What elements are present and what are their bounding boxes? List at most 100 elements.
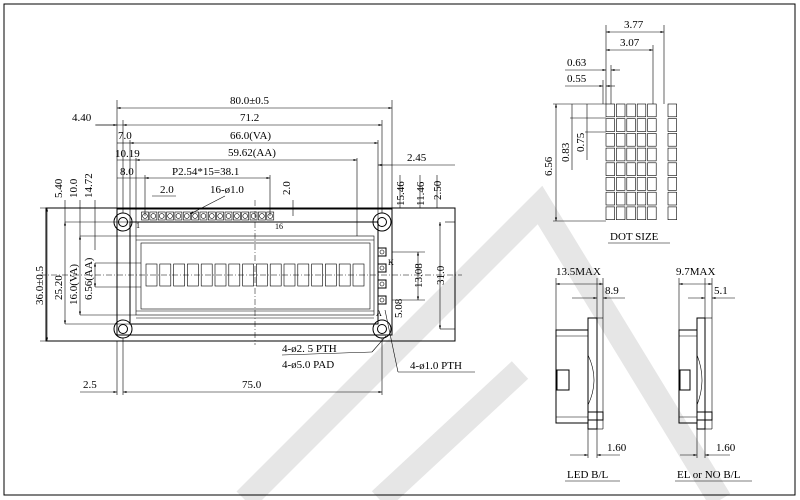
dot-w-377: 3.77 bbox=[624, 19, 644, 31]
viewing-area-frame bbox=[129, 221, 379, 325]
dot-cell bbox=[626, 162, 636, 176]
dot-size-detail: 3.77 3.07 0.63 0.55 6.56 0.83 0.75 DOT S… bbox=[543, 19, 677, 244]
character-cell bbox=[325, 263, 337, 287]
watermark-a bbox=[236, 185, 731, 500]
dim-va-offset: 7.0 bbox=[118, 130, 132, 142]
pin-pad bbox=[191, 211, 199, 221]
pin-hole bbox=[167, 213, 173, 219]
dot-cell bbox=[667, 206, 677, 220]
dot-cell bbox=[636, 118, 647, 132]
led-side-view: 13.5MAX 8.9 1.60 LED B/L bbox=[555, 266, 627, 482]
character-cell bbox=[159, 263, 172, 287]
dot-cell bbox=[636, 147, 647, 162]
dot-cell bbox=[647, 191, 657, 206]
dot-w-055: 0.55 bbox=[567, 73, 587, 85]
dim-mount-span: 75.0 bbox=[242, 379, 262, 391]
pin-hole bbox=[259, 213, 265, 219]
character-cell bbox=[256, 263, 268, 287]
pin-hole bbox=[234, 213, 240, 219]
pin-pad bbox=[224, 211, 233, 221]
dot-cell bbox=[626, 147, 636, 162]
dot-cell bbox=[626, 206, 636, 220]
dim-pin-height: 2.0 bbox=[281, 181, 293, 195]
pin-hole bbox=[217, 213, 223, 219]
backlight-k-label: K bbox=[388, 258, 394, 267]
dot-cell bbox=[667, 162, 677, 176]
pin-pad bbox=[233, 211, 241, 221]
dim-pin-spacing: 2.0 bbox=[160, 184, 174, 196]
pin-pad bbox=[149, 211, 158, 221]
dot-cell bbox=[605, 133, 615, 147]
dot-cell bbox=[626, 177, 636, 191]
dot-cell bbox=[616, 147, 626, 162]
dot-cell bbox=[667, 177, 677, 191]
dim-right-1146: 11.46 bbox=[415, 181, 427, 206]
pin-label-last: 16 bbox=[275, 222, 283, 231]
dot-cell bbox=[636, 206, 647, 220]
pin-hole bbox=[225, 213, 232, 219]
dot-cell bbox=[647, 147, 657, 162]
dot-cell bbox=[667, 103, 677, 118]
note-pad: 4-ø5.0 PAD bbox=[282, 359, 334, 371]
pin-pad bbox=[174, 211, 183, 221]
dot-cell bbox=[647, 162, 657, 176]
dim-top-10: 10.0 bbox=[68, 178, 80, 198]
dot-size-title: DOT SIZE bbox=[610, 231, 659, 243]
pin-pad bbox=[208, 211, 216, 221]
el-title: EL or NO B/L bbox=[677, 469, 741, 481]
pin-pad bbox=[199, 211, 208, 221]
dot-w-307: 3.07 bbox=[620, 37, 640, 49]
dot-cell bbox=[667, 147, 677, 162]
pin-pad bbox=[182, 211, 191, 221]
dot-cell bbox=[647, 103, 657, 118]
dim-pin-holes: 16-ø1.0 bbox=[210, 184, 244, 196]
dot-cell bbox=[616, 162, 626, 176]
dot-cell bbox=[667, 133, 677, 147]
el-51: 5.1 bbox=[714, 285, 728, 297]
dim-overall-height: 36.0±0.5 bbox=[34, 265, 46, 305]
dim-left-offset: 4.40 bbox=[72, 112, 92, 124]
dim-va-height: 16.0(VA) bbox=[68, 264, 80, 305]
dot-cell bbox=[616, 177, 626, 191]
dot-cell bbox=[605, 103, 615, 118]
module-outline bbox=[45, 207, 456, 342]
dim-overall-width: 80.0±0.5 bbox=[230, 95, 270, 107]
led-160: 1.60 bbox=[607, 442, 627, 454]
el-max: 9.7MAX bbox=[676, 266, 715, 278]
dot-cell bbox=[636, 133, 647, 147]
pcb-outline bbox=[116, 208, 393, 336]
dim-right-250: 2.50 bbox=[432, 180, 444, 200]
backlight-pads bbox=[377, 247, 387, 305]
dot-cell bbox=[647, 177, 657, 191]
drawing-border bbox=[3, 3, 796, 496]
dim-aa-height: 6.56(AA) bbox=[83, 257, 95, 300]
dot-cell bbox=[605, 177, 615, 191]
dot-h-083: 0.83 bbox=[560, 142, 572, 162]
pin-hole bbox=[150, 213, 157, 219]
pin-hole bbox=[192, 213, 198, 219]
led-title: LED B/L bbox=[567, 469, 609, 481]
pin-hole bbox=[184, 213, 190, 219]
led-max: 13.5MAX bbox=[556, 266, 601, 278]
pin-pad bbox=[166, 211, 174, 221]
dim-right-1308: 13.08 bbox=[413, 263, 425, 288]
dot-cell bbox=[616, 103, 626, 118]
pin-hole bbox=[200, 213, 207, 219]
dot-cell bbox=[605, 162, 615, 176]
dim-top-margin: 5.40 bbox=[53, 178, 65, 198]
dot-cell bbox=[626, 191, 636, 206]
dim-va-width: 66.0(VA) bbox=[230, 130, 271, 142]
dot-w-063: 0.63 bbox=[567, 57, 587, 69]
pin-pad bbox=[216, 211, 224, 221]
dim-right-310: 31.0 bbox=[435, 265, 447, 285]
dot-cell bbox=[605, 191, 615, 206]
pin-pad bbox=[249, 211, 258, 221]
dot-cell bbox=[636, 162, 647, 176]
note-pth-large: 4-ø2. 5 PTH bbox=[282, 343, 337, 355]
character-cell bbox=[145, 263, 158, 287]
el-160: 1.60 bbox=[716, 442, 736, 454]
dot-cell bbox=[605, 206, 615, 220]
dot-matrix bbox=[605, 103, 677, 220]
dot-h-656: 6.56 bbox=[543, 156, 555, 176]
